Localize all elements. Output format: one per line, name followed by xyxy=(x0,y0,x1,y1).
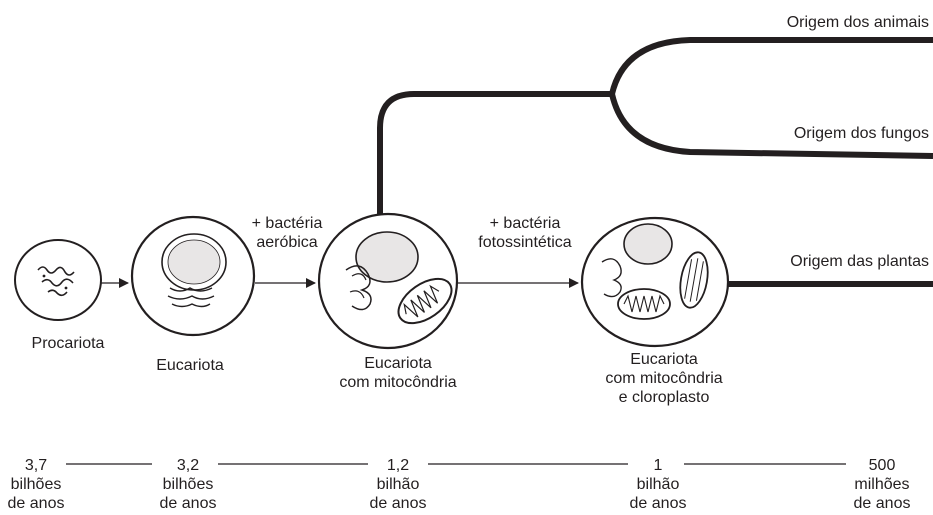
timeline-value-1: 3,7 xyxy=(0,456,72,475)
timeline-value-4: 1 xyxy=(618,456,698,475)
label-origin-plants: Origem das plantas xyxy=(790,252,929,271)
label-prokaryote: Procariota xyxy=(8,334,128,353)
label-eukaryote: Eucariota xyxy=(130,356,250,375)
label-eukaryote-mito: Eucariota com mitocôndria xyxy=(318,354,478,392)
prokaryote-cell xyxy=(15,240,101,320)
label-photosynthetic-bacteria: + bactéria fotossintética xyxy=(460,214,590,252)
timeline-unit-1: bilhões de anos xyxy=(0,475,72,513)
timeline-value-5: 500 xyxy=(836,456,928,475)
label-eukaryote-mito-chloro: Eucariota com mitocôndria e cloroplasto xyxy=(584,350,744,407)
timeline-unit-5: milhões de anos xyxy=(836,475,928,513)
branch-line-trunk xyxy=(380,94,612,215)
branch-line-animals xyxy=(612,40,933,94)
timeline-value-3: 1,2 xyxy=(358,456,438,475)
timeline-unit-4: bilhão de anos xyxy=(618,475,698,513)
eukaryote-mito-chloro-cell xyxy=(582,218,728,346)
timeline-unit-3: bilhão de anos xyxy=(358,475,438,513)
label-origin-fungi: Origem dos fungos xyxy=(794,124,929,143)
label-origin-animals: Origem dos animais xyxy=(787,13,929,32)
label-aerobic-bacteria: + bactéria aeróbica xyxy=(232,214,342,252)
timeline-value-2: 3,2 xyxy=(148,456,228,475)
timeline-unit-2: bilhões de anos xyxy=(148,475,228,513)
